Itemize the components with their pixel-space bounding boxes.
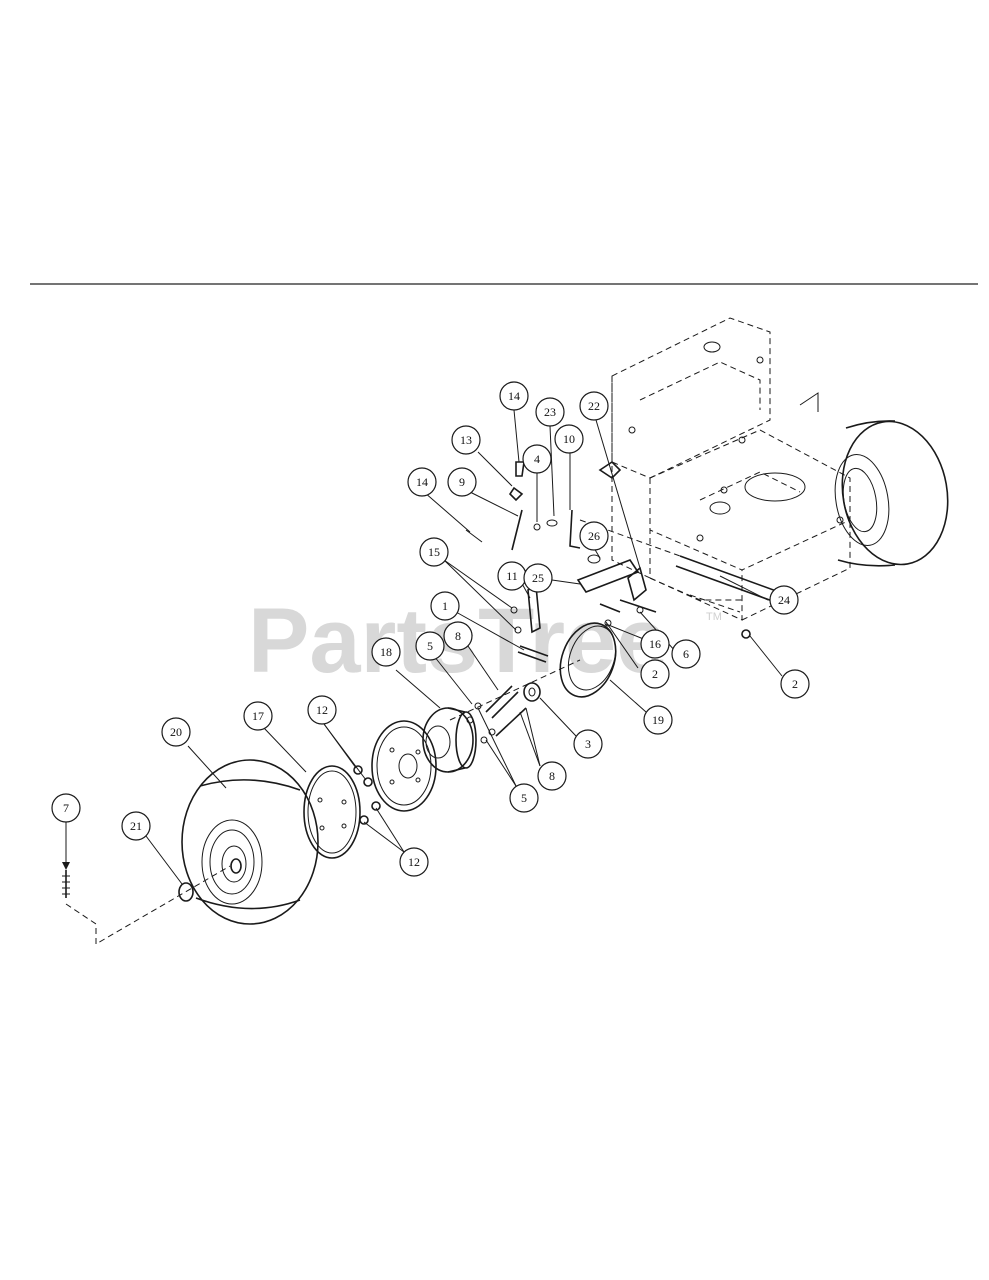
brake-drum bbox=[371, 720, 437, 812]
svg-text:7: 7 bbox=[63, 801, 69, 815]
leader-lines bbox=[62, 409, 783, 885]
frame-hole-upper bbox=[703, 341, 721, 353]
frame-hole-mid bbox=[709, 501, 731, 515]
svg-text:13: 13 bbox=[460, 433, 472, 447]
front-wheel bbox=[181, 759, 319, 925]
callout-5-top[interactable]: 5 bbox=[415, 631, 445, 661]
svg-text:25: 25 bbox=[532, 571, 544, 585]
callout-9[interactable]: 9 bbox=[447, 467, 477, 497]
svg-text:17: 17 bbox=[252, 709, 264, 723]
callout-8-bottom[interactable]: 8 bbox=[537, 761, 567, 791]
svg-text:21: 21 bbox=[130, 819, 142, 833]
axle-nut bbox=[178, 882, 194, 902]
svg-text:22: 22 bbox=[588, 399, 600, 413]
svg-text:14: 14 bbox=[508, 389, 520, 403]
callout-25[interactable]: 25 bbox=[523, 563, 553, 593]
svg-text:5: 5 bbox=[521, 791, 527, 805]
callout-16[interactable]: 16 bbox=[640, 629, 670, 659]
callout-13[interactable]: 13 bbox=[451, 425, 481, 455]
callout-14-top[interactable]: 14 bbox=[499, 381, 529, 411]
callout-4[interactable]: 4 bbox=[522, 444, 552, 474]
svg-text:20: 20 bbox=[170, 725, 182, 739]
svg-text:8: 8 bbox=[549, 769, 555, 783]
callout-14-left[interactable]: 14 bbox=[407, 467, 437, 497]
svg-text:5: 5 bbox=[427, 639, 433, 653]
svg-text:23: 23 bbox=[544, 405, 556, 419]
callout-10[interactable]: 10 bbox=[554, 424, 584, 454]
svg-text:3: 3 bbox=[585, 737, 591, 751]
callout-22[interactable]: 22 bbox=[579, 391, 609, 421]
hub-hardware bbox=[449, 645, 581, 744]
svg-text:18: 18 bbox=[380, 645, 392, 659]
rear-wheel bbox=[834, 420, 949, 567]
callout-2-right[interactable]: 2 bbox=[780, 669, 810, 699]
svg-text:19: 19 bbox=[652, 713, 664, 727]
callout-26[interactable]: 26 bbox=[579, 521, 609, 551]
svg-text:11: 11 bbox=[506, 569, 518, 583]
callout-24[interactable]: 24 bbox=[769, 585, 799, 615]
callout-3[interactable]: 3 bbox=[573, 729, 603, 759]
nut-right bbox=[741, 629, 751, 639]
callout-19[interactable]: 19 bbox=[643, 705, 673, 735]
callout-20[interactable]: 20 bbox=[161, 717, 191, 747]
svg-text:14: 14 bbox=[416, 475, 428, 489]
callout-7[interactable]: 7 bbox=[51, 793, 81, 823]
svg-text:9: 9 bbox=[459, 475, 465, 489]
svg-text:2: 2 bbox=[652, 667, 658, 681]
svg-text:26: 26 bbox=[588, 529, 600, 543]
axle-bolt bbox=[62, 865, 231, 945]
callout-5-bottom[interactable]: 5 bbox=[509, 783, 539, 813]
svg-text:24: 24 bbox=[778, 593, 790, 607]
svg-text:6: 6 bbox=[683, 647, 689, 661]
callout-6[interactable]: 6 bbox=[671, 639, 701, 669]
svg-text:12: 12 bbox=[408, 855, 420, 869]
callout-17[interactable]: 17 bbox=[243, 701, 273, 731]
callout-12-bottom[interactable]: 12 bbox=[399, 847, 429, 877]
rim-plate bbox=[303, 765, 361, 859]
callout-12-top[interactable]: 12 bbox=[307, 695, 337, 725]
frame-hole-large bbox=[744, 472, 806, 502]
callout-11[interactable]: 11 bbox=[497, 561, 527, 591]
svg-text:15: 15 bbox=[428, 545, 440, 559]
watermark-trademark: TM bbox=[706, 611, 722, 623]
callout-15[interactable]: 15 bbox=[419, 537, 449, 567]
svg-text:1: 1 bbox=[442, 599, 448, 613]
callout-1[interactable]: 1 bbox=[430, 591, 460, 621]
callout-8-top[interactable]: 8 bbox=[443, 621, 473, 651]
svg-text:12: 12 bbox=[316, 703, 328, 717]
callout-2-mid[interactable]: 2 bbox=[640, 659, 670, 689]
svg-text:2: 2 bbox=[792, 677, 798, 691]
svg-text:10: 10 bbox=[563, 432, 575, 446]
callout-23[interactable]: 23 bbox=[535, 397, 565, 427]
callout-bubbles: 14 23 22 13 4 10 14 9 26 15 11 25 24 1 1… bbox=[51, 381, 810, 877]
svg-text:8: 8 bbox=[455, 629, 461, 643]
wheel-hub bbox=[422, 707, 477, 773]
linkage-parts bbox=[465, 460, 751, 639]
brake-band bbox=[559, 622, 617, 698]
svg-text:4: 4 bbox=[534, 452, 540, 466]
svg-text:16: 16 bbox=[649, 637, 661, 651]
callout-21[interactable]: 21 bbox=[121, 811, 151, 841]
callout-18[interactable]: 18 bbox=[371, 637, 401, 667]
